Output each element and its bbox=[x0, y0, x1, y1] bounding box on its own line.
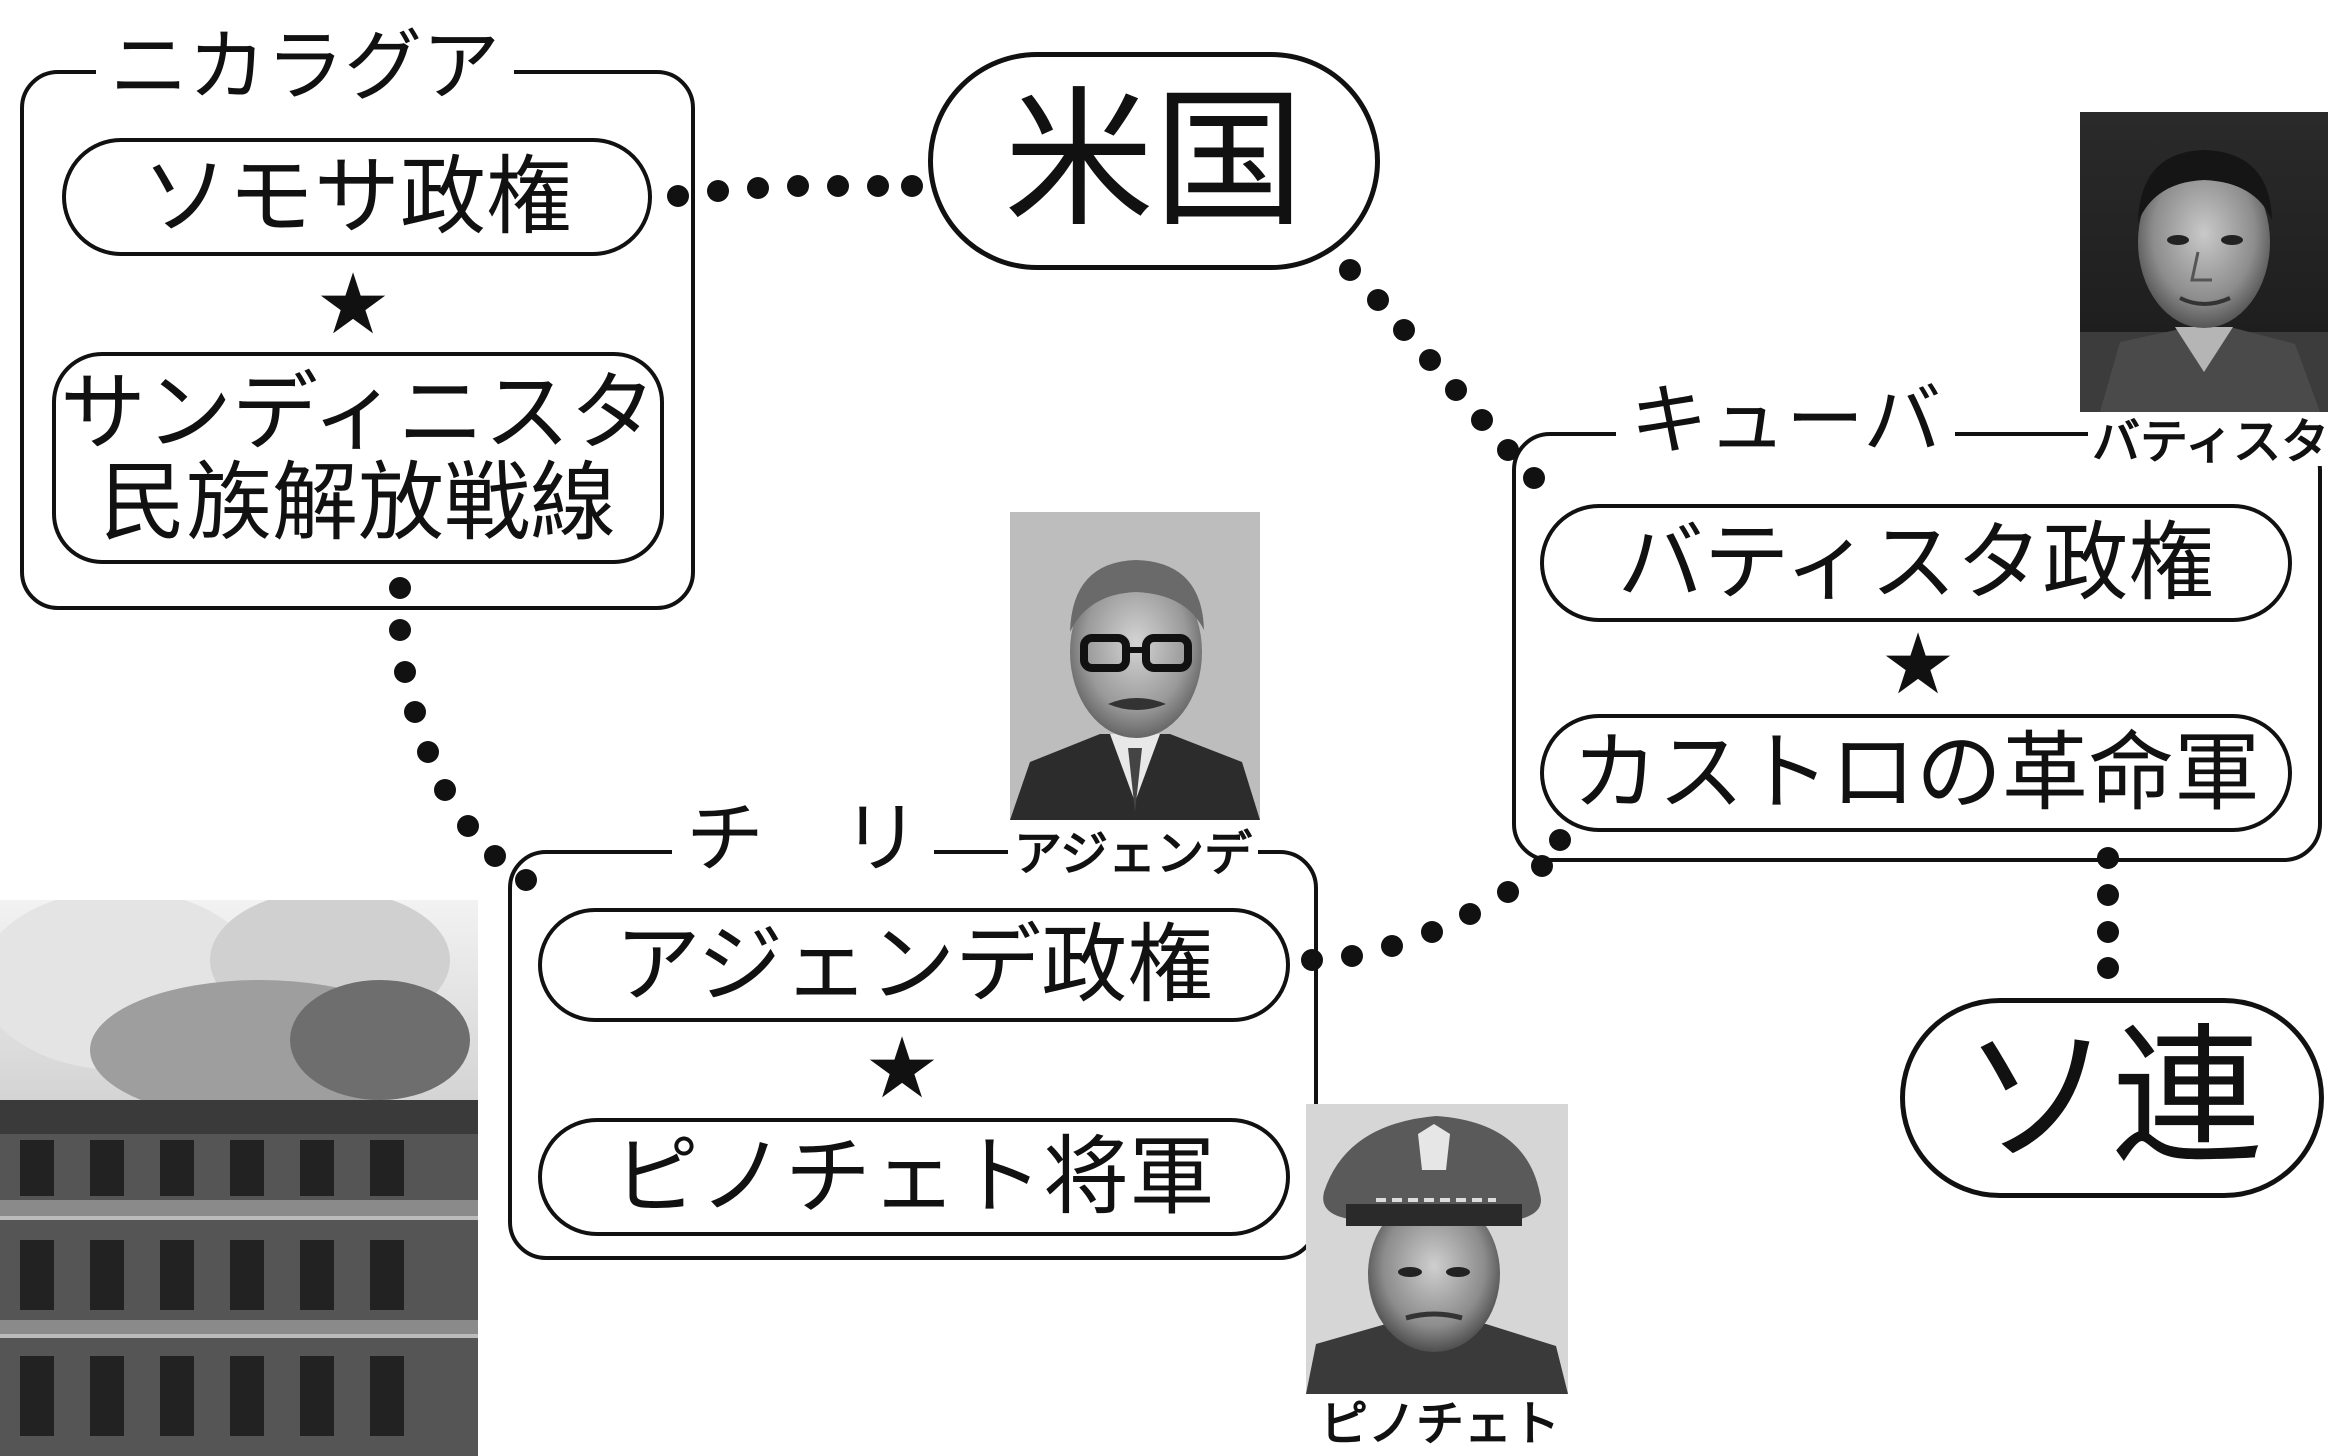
burning-palace-photo bbox=[0, 900, 478, 1456]
batista-regime-label: バティスタ政権 bbox=[1540, 504, 2292, 622]
ussr-node: ソ連 bbox=[1900, 998, 2324, 1198]
dots-nicaragua-chile bbox=[389, 577, 537, 891]
dots-usa-nicaragua bbox=[667, 175, 923, 207]
dots-usa-cuba bbox=[1339, 259, 1545, 489]
castro-army-label: カストロの革命軍 bbox=[1540, 714, 2292, 832]
chile-conflict-star: ★ bbox=[864, 1019, 940, 1117]
batista-caption: バティスタ bbox=[2088, 418, 2328, 466]
chile-title: チ リ bbox=[672, 800, 935, 878]
cuba-title: キューバ bbox=[1616, 382, 1956, 460]
nicaragua-title: ニカラグア bbox=[96, 28, 515, 106]
sandinista-label: サンディニスタ 民族解放戦線 bbox=[52, 352, 664, 564]
allende-photo bbox=[1010, 512, 1260, 820]
batista-photo bbox=[2080, 112, 2328, 412]
somoza-regime-label: ソモサ政権 bbox=[62, 138, 652, 256]
pinochet-general-label: ピノチェト将軍 bbox=[538, 1118, 1290, 1236]
allende-caption: アジェンデ bbox=[1008, 830, 1259, 878]
cuba-conflict-star: ★ bbox=[1880, 615, 1956, 713]
dots-cuba-ussr bbox=[2097, 847, 2119, 979]
allende-regime-label: アジェンデ政権 bbox=[538, 908, 1290, 1022]
pinochet-photo bbox=[1306, 1104, 1568, 1394]
pinochet-caption: ピノチェト bbox=[1316, 1400, 1565, 1448]
nicaragua-conflict-star: ★ bbox=[315, 255, 391, 353]
usa-node: 米国 bbox=[928, 52, 1380, 270]
sandinista-line1: サンディニスタ bbox=[60, 362, 656, 463]
sandinista-line2: 民族解放戦線 bbox=[99, 453, 616, 553]
